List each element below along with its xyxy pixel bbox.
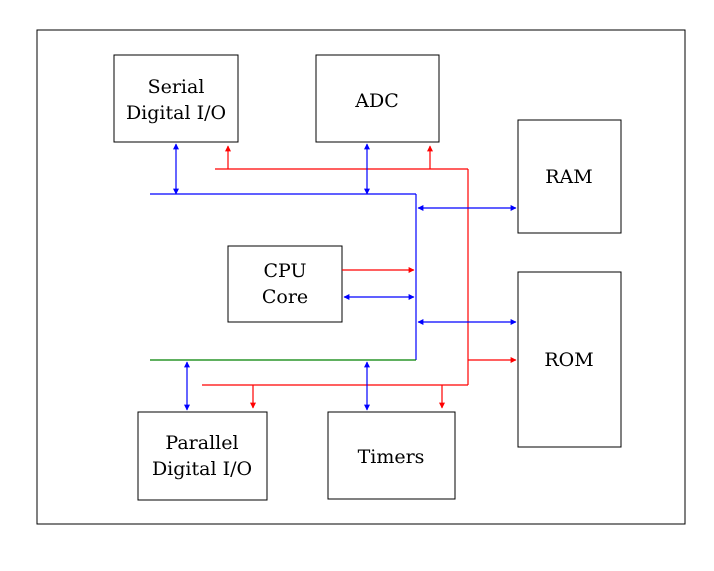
parallel-digital-io-block: Parallel Digital I/O	[137, 411, 268, 501]
cpu-core-block: CPU Core	[227, 245, 343, 323]
timers-label: Timers	[358, 446, 425, 468]
parallel-io-label-line1: Parallel	[165, 432, 238, 454]
rom-label: ROM	[544, 349, 593, 371]
cpu-label-line2: Core	[262, 286, 308, 308]
adc-block: ADC	[315, 54, 440, 143]
diagram-frame	[36, 29, 686, 525]
cpu-label-line1: CPU	[263, 260, 306, 282]
serial-io-label-line1: Serial	[148, 76, 205, 98]
address-bus	[150, 193, 417, 360]
adc-label: ADC	[354, 90, 399, 112]
parallel-io-label-line2: Digital I/O	[152, 458, 252, 480]
serial-digital-io-block: Serial Digital I/O	[113, 54, 239, 143]
rom-block: ROM	[517, 271, 622, 448]
ram-block: RAM	[517, 119, 622, 234]
serial-io-label-line2: Digital I/O	[126, 102, 226, 124]
timers-block: Timers	[327, 411, 456, 500]
ram-label: RAM	[545, 166, 592, 188]
